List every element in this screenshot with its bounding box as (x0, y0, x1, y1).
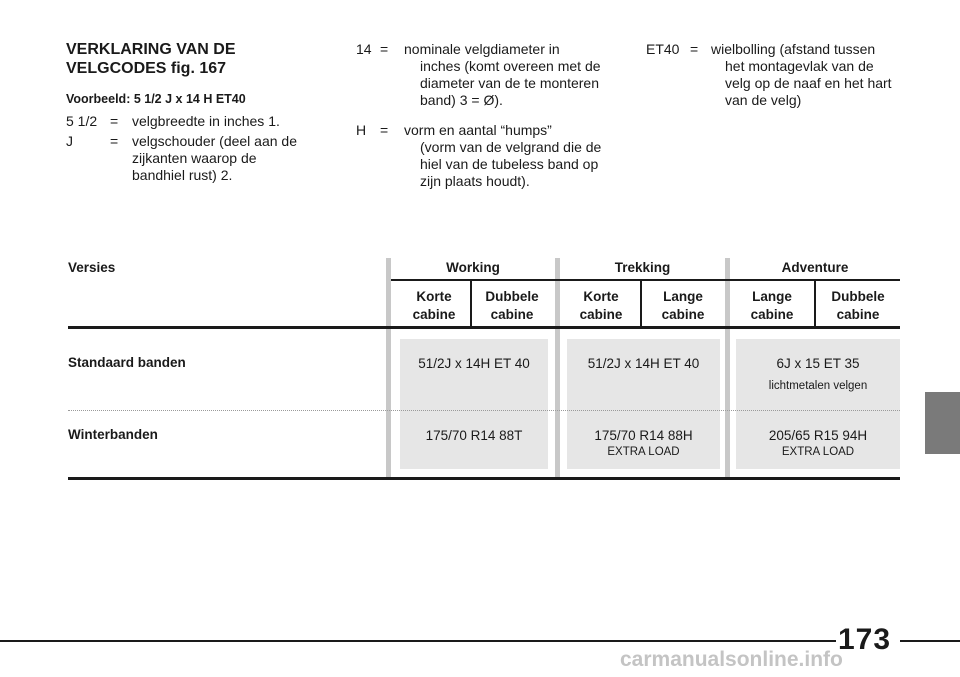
data-cell-background (567, 339, 720, 469)
row-label-winter: Winterbanden (68, 427, 158, 442)
definition-line: velg op de naaf en het hart (725, 75, 892, 91)
subheader-divider (640, 281, 642, 327)
subheader: Lange cabine (661, 289, 705, 322)
definition-line: (vorm van de velgrand die de (420, 139, 602, 155)
definition-term: 5 1/2 (66, 113, 98, 129)
cell-value: 51/2J x 14H ET 40 (587, 356, 700, 371)
definition-equals: = (690, 41, 699, 57)
footer-rule-right (900, 640, 960, 642)
cell-value: 6J x 15 ET 35 (776, 356, 860, 371)
subheader: Korte cabine (412, 289, 456, 322)
subheader: Korte cabine (579, 289, 623, 322)
subheader: Lange cabine (750, 289, 794, 322)
section-tab (925, 392, 960, 454)
cell-value: 175/70 R14 88H (594, 428, 693, 443)
definition-equals: = (110, 133, 119, 149)
definition-item: 5 1/2 = velgbreedte in inches 1. (66, 113, 336, 133)
definition-equals: = (380, 41, 389, 57)
cell-value: 205/65 R15 94H (768, 428, 868, 443)
definition-line: nominale velgdiameter in (404, 41, 560, 57)
watermark: carmanualsonline.info (620, 648, 843, 671)
example-code: Voorbeeld: 5 1/2 J x 14 H ET40 (66, 92, 246, 106)
definition-line: velgschouder (deel aan de (132, 133, 298, 149)
subheader-divider (470, 281, 472, 327)
definition-item: ET40 = wielbolling (afstand tussen het m… (646, 41, 916, 121)
versions-header: Versies (68, 260, 116, 275)
column-separator (386, 258, 391, 478)
definition-line: het montagevlak van de (725, 58, 874, 74)
definition-item: J = velgschouder (deel aan de zijkanten … (66, 133, 336, 193)
data-cell-background (736, 339, 900, 469)
cell-note: lichtmetalen velgen (768, 380, 868, 392)
row-label-standard: Standaard banden (68, 355, 186, 370)
group-header-working: Working (446, 260, 500, 275)
footer-rule-left (0, 640, 836, 642)
definition-equals: = (380, 122, 389, 138)
section-heading: VERKLARING VAN DE VELGCODES fig. 167 (66, 41, 236, 77)
definition-term: 14 (356, 41, 372, 57)
group-header-adventure: Adventure (781, 260, 849, 275)
cell-note: EXTRA LOAD (781, 446, 855, 458)
definition-equals: = (110, 113, 119, 129)
subheader-divider (814, 281, 816, 327)
definition-item: 14 = nominale velgdiameter in inches (ko… (356, 41, 616, 121)
definition-line: bandhiel rust) 2. (132, 167, 233, 183)
page-number: 173 (838, 623, 892, 656)
cell-note: EXTRA LOAD (607, 446, 680, 458)
definition-line: van de velg) (725, 92, 802, 108)
data-cell-background (400, 339, 548, 469)
definition-line: inches (komt overeen met de (420, 58, 601, 74)
definition-line: vorm en aantal “humps” (404, 122, 552, 138)
definition-line: band) 3 = Ø). (420, 92, 503, 108)
definition-line: hiel van de tubeless band op (420, 156, 599, 172)
table-header-rule (68, 326, 900, 329)
definition-item: H = vorm en aantal “humps” (vorm van de … (356, 122, 616, 202)
group-header-trekking: Trekking (614, 260, 671, 275)
definition-term: J (66, 133, 73, 149)
cell-value: 175/70 R14 88T (425, 428, 523, 443)
definition-line: wielbolling (afstand tussen (711, 41, 876, 57)
row-separator (68, 410, 900, 411)
subheader: Dubbele cabine (485, 289, 539, 322)
header-divider (391, 279, 900, 281)
definition-term: ET40 (646, 41, 680, 57)
column-separator (725, 258, 730, 478)
definition-line: velgbreedte in inches 1. (132, 113, 280, 129)
table-bottom-rule (68, 477, 900, 480)
subheader: Dubbele cabine (831, 289, 885, 322)
cell-value: 51/2J x 14H ET 40 (418, 356, 530, 371)
definition-line: zijn plaats houdt). (420, 173, 530, 189)
definition-line: zijkanten waarop de (132, 150, 257, 166)
column-separator (555, 258, 560, 478)
definition-term: H (356, 122, 367, 138)
definition-line: diameter van de te monteren (420, 75, 599, 91)
